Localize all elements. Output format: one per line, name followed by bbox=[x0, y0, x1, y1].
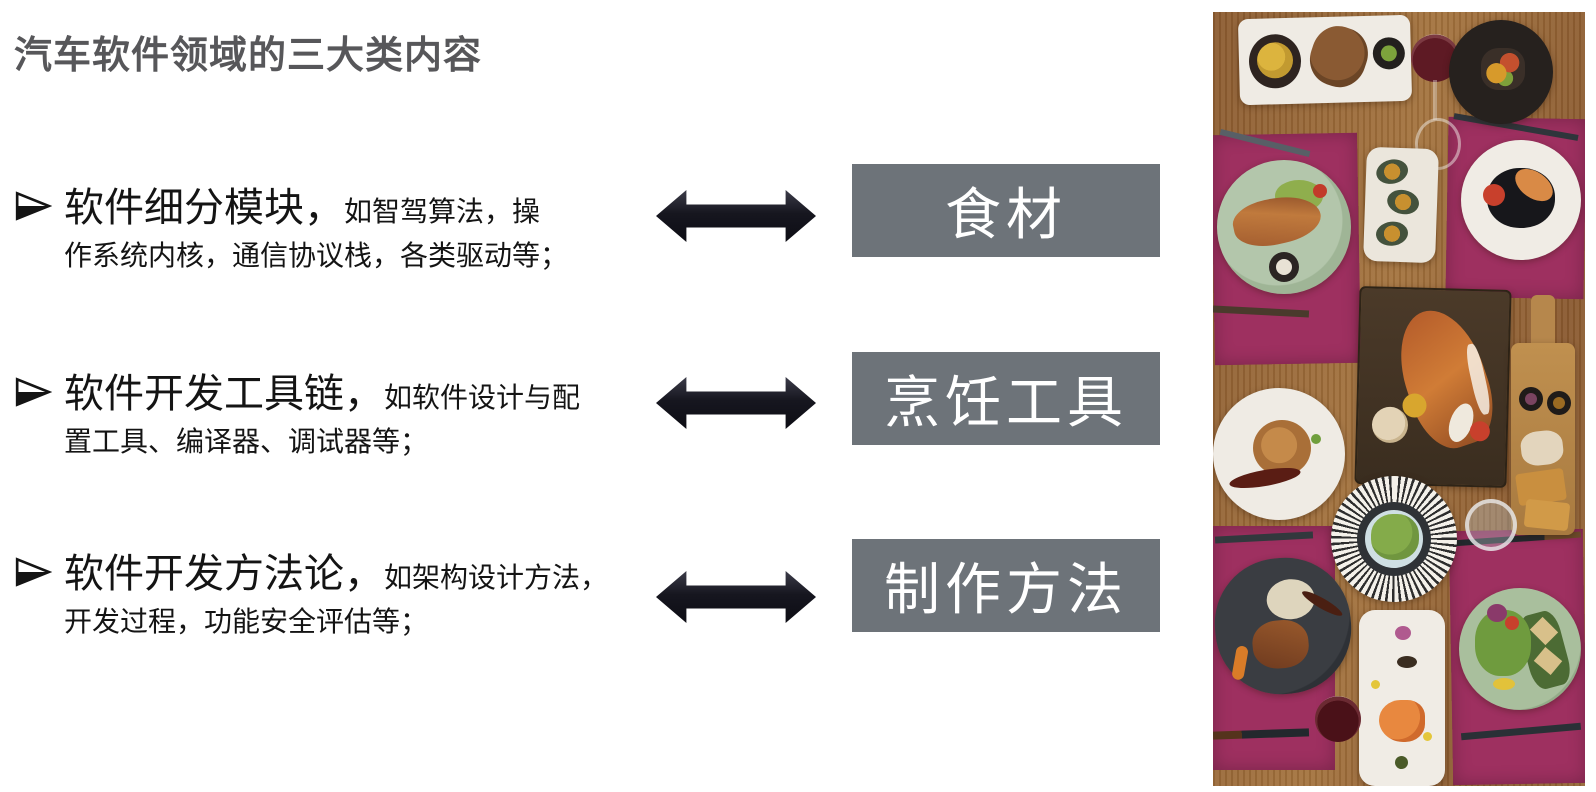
bullet-3: 软件开发方法论，如架构设计方法， 开发过程，功能安全评估等； bbox=[14, 546, 659, 641]
bullet-1: 软件细分模块，如智驾算法，操 作系统内核，通信协议栈，各类驱动等； bbox=[14, 180, 659, 275]
food-item bbox=[1313, 184, 1327, 198]
food-item bbox=[1276, 259, 1292, 275]
food-item bbox=[1553, 397, 1565, 409]
category-box-cooking-tools: 烹饪工具 bbox=[852, 352, 1160, 445]
plate-risotto bbox=[1461, 140, 1581, 260]
plate-salad bbox=[1459, 588, 1581, 710]
bullet-2: 软件开发工具链，如软件设计与配 置工具、编译器、调试器等； bbox=[14, 366, 659, 461]
plate-pork bbox=[1213, 388, 1345, 520]
food-item bbox=[1397, 656, 1417, 668]
plate-lamb bbox=[1237, 14, 1413, 106]
plate-black bbox=[1449, 20, 1553, 124]
bullet-arrowhead-icon bbox=[14, 190, 53, 227]
food-item bbox=[1523, 498, 1571, 532]
double-arrow-3 bbox=[656, 571, 816, 623]
food-item bbox=[1371, 680, 1380, 689]
food-item bbox=[1493, 678, 1515, 690]
board-paddle bbox=[1511, 295, 1575, 535]
food-item bbox=[1519, 428, 1565, 468]
food-photo bbox=[1213, 12, 1585, 786]
bullet-3-detail2: 开发过程，功能安全评估等； bbox=[64, 606, 429, 637]
food-item bbox=[1379, 700, 1425, 742]
bullet-2-lead: 软件开发工具链， bbox=[64, 372, 384, 416]
plate-lobster bbox=[1217, 160, 1351, 294]
bullet-arrowhead-icon bbox=[14, 376, 53, 413]
food-item bbox=[1395, 756, 1408, 769]
bullet-1-detail2: 作系统内核，通信协议栈，各类驱动等； bbox=[64, 240, 569, 271]
page-title: 汽车软件领域的三大类内容 bbox=[14, 35, 483, 77]
bullet-2-detail2: 置工具、编译器、调试器等； bbox=[64, 426, 429, 457]
bullet-2-text: 软件开发工具链，如软件设计与配 置工具、编译器、调试器等； bbox=[64, 366, 580, 461]
food-item bbox=[1253, 420, 1311, 476]
bullet-3-detail1: 如架构设计方法， bbox=[384, 562, 609, 593]
food-item bbox=[1547, 391, 1571, 415]
category-box-ingredients: 食材 bbox=[852, 164, 1160, 257]
plate-patterned bbox=[1331, 476, 1457, 602]
food-item bbox=[1525, 393, 1537, 405]
food-item bbox=[1372, 36, 1406, 70]
food-item bbox=[1302, 19, 1375, 94]
food-item bbox=[1248, 33, 1302, 89]
food-item bbox=[1371, 514, 1419, 560]
food-item bbox=[1380, 45, 1398, 62]
plate-salmon bbox=[1359, 610, 1445, 786]
food-item bbox=[1374, 220, 1410, 248]
food-item bbox=[1469, 420, 1491, 442]
bullet-1-detail1: 如智驾算法，操 bbox=[344, 196, 541, 227]
double-arrow-1 bbox=[656, 190, 816, 242]
food-item bbox=[1256, 41, 1294, 79]
food-item bbox=[1483, 184, 1505, 206]
food-item bbox=[1481, 48, 1525, 90]
bullet-3-lead: 软件开发方法论， bbox=[64, 552, 384, 596]
food-item bbox=[1311, 434, 1321, 444]
board-paddle-body bbox=[1511, 343, 1575, 535]
food-item bbox=[1475, 610, 1531, 676]
category-box-production-method: 制作方法 bbox=[852, 539, 1160, 632]
plate-mussels bbox=[1363, 146, 1439, 264]
food-item bbox=[1269, 252, 1299, 282]
water-glass bbox=[1465, 499, 1517, 551]
bullet-1-text: 软件细分模块，如智驾算法，操 作系统内核，通信协议栈，各类驱动等； bbox=[64, 180, 568, 275]
food-item bbox=[1250, 617, 1311, 671]
food-item bbox=[1384, 187, 1422, 218]
food-item bbox=[1373, 156, 1411, 187]
bullet-3-text: 软件开发方法论，如架构设计方法， 开发过程，功能安全评估等； bbox=[64, 546, 608, 641]
wine-glass-stem bbox=[1433, 80, 1437, 120]
board-paddle-handle bbox=[1531, 295, 1555, 351]
food-item bbox=[1231, 645, 1249, 681]
food-item bbox=[1487, 604, 1507, 622]
food-item bbox=[1371, 406, 1409, 444]
bullet-arrowhead-icon bbox=[14, 556, 53, 593]
wine-glass bbox=[1315, 696, 1361, 742]
food-item bbox=[1505, 616, 1519, 630]
food-item bbox=[1519, 387, 1543, 411]
bullet-2-detail1: 如软件设计与配 bbox=[384, 382, 581, 413]
food-item bbox=[1395, 626, 1411, 640]
board-fish bbox=[1354, 286, 1512, 488]
bullet-1-lead: 软件细分模块， bbox=[64, 186, 344, 230]
double-arrow-2 bbox=[656, 377, 816, 429]
food-item bbox=[1423, 732, 1432, 741]
